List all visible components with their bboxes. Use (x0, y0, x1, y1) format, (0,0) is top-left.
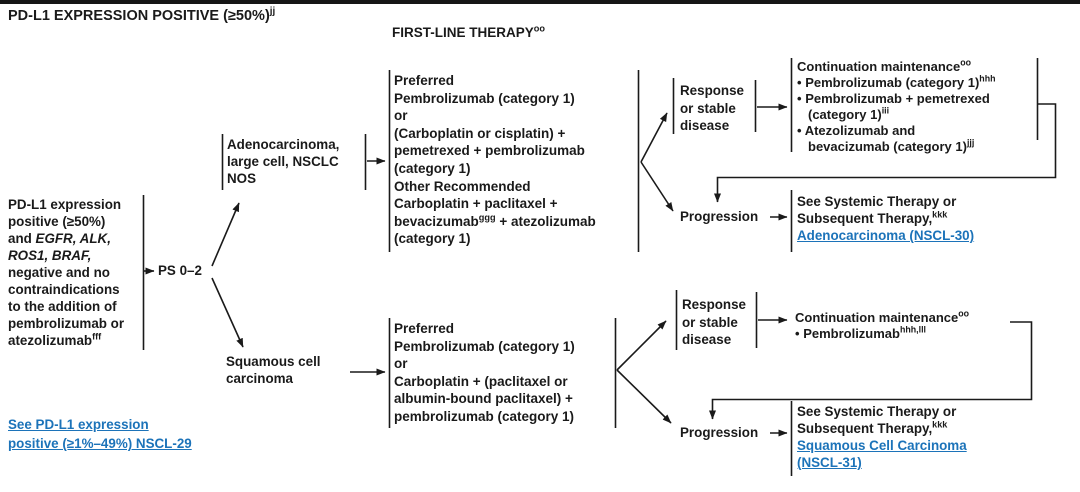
squamous-nscl31-link[interactable]: Squamous Cell Carcinoma (797, 438, 967, 453)
top-border-rule (0, 0, 1080, 4)
squamous-therapy-block: Preferred Pembrolizumab (category 1) or … (394, 321, 575, 424)
maintenance-block-bottom: Continuation maintenanceoo • Pembrolizum… (795, 308, 970, 341)
response-node-top: Response or stable disease (680, 83, 744, 133)
pdl1-criteria-block: PD-L1 expression positive (≥50%) and EGF… (8, 197, 125, 348)
progression-node-top: Progression (680, 209, 759, 224)
adenocarcinoma-node: Adenocarcinoma, large cell, NSCLC NOS (227, 137, 340, 186)
see-therapy-block-bottom: See Systemic Therapy or Subsequent Thera… (797, 404, 967, 470)
squamous-nscl31-link-line2[interactable]: (NSCL-31) (797, 455, 862, 470)
arrow-therapy-to-progression-bottom (616, 369, 672, 424)
pdl1-low-crossref: See PD-L1 expression positive (≥1%–49%) … (8, 415, 192, 453)
arrow-therapy-to-response-bottom (616, 320, 667, 371)
page-title: PD-L1 EXPRESSION POSITIVE (≥50%)jj (8, 6, 276, 24)
maintenance-block-top: Continuation maintenanceoo • Pembrolizum… (797, 57, 996, 154)
adenocarcinoma-nscl30-link[interactable]: Adenocarcinoma (NSCL-30) (797, 228, 975, 243)
first-line-therapy-heading: FIRST-LINE THERAPYoo (392, 23, 545, 40)
see-therapy-block-top: See Systemic Therapy or Subsequent Thera… (797, 194, 975, 243)
ps-status-node: PS 0–2 (158, 263, 202, 278)
arrow-therapy-to-progression-top (640, 161, 674, 212)
pdl1-1-49-nscl29-link-line2[interactable]: positive (≥1%–49%) NSCL-29 (8, 436, 192, 451)
pdl1-1-49-nscl29-link[interactable]: See PD-L1 expression (8, 417, 149, 432)
arrow-therapy-to-response-top (640, 112, 668, 163)
squamous-node: Squamous cell carcinoma (226, 354, 321, 386)
progression-node-bottom: Progression (680, 425, 759, 440)
response-node-bottom: Response or stable disease (682, 297, 746, 347)
arrow-ps-to-adeno (211, 202, 240, 267)
adeno-therapy-block: Preferred Pembrolizumab (category 1) or … (394, 73, 596, 247)
arrow-ps-to-squamous (211, 277, 244, 348)
